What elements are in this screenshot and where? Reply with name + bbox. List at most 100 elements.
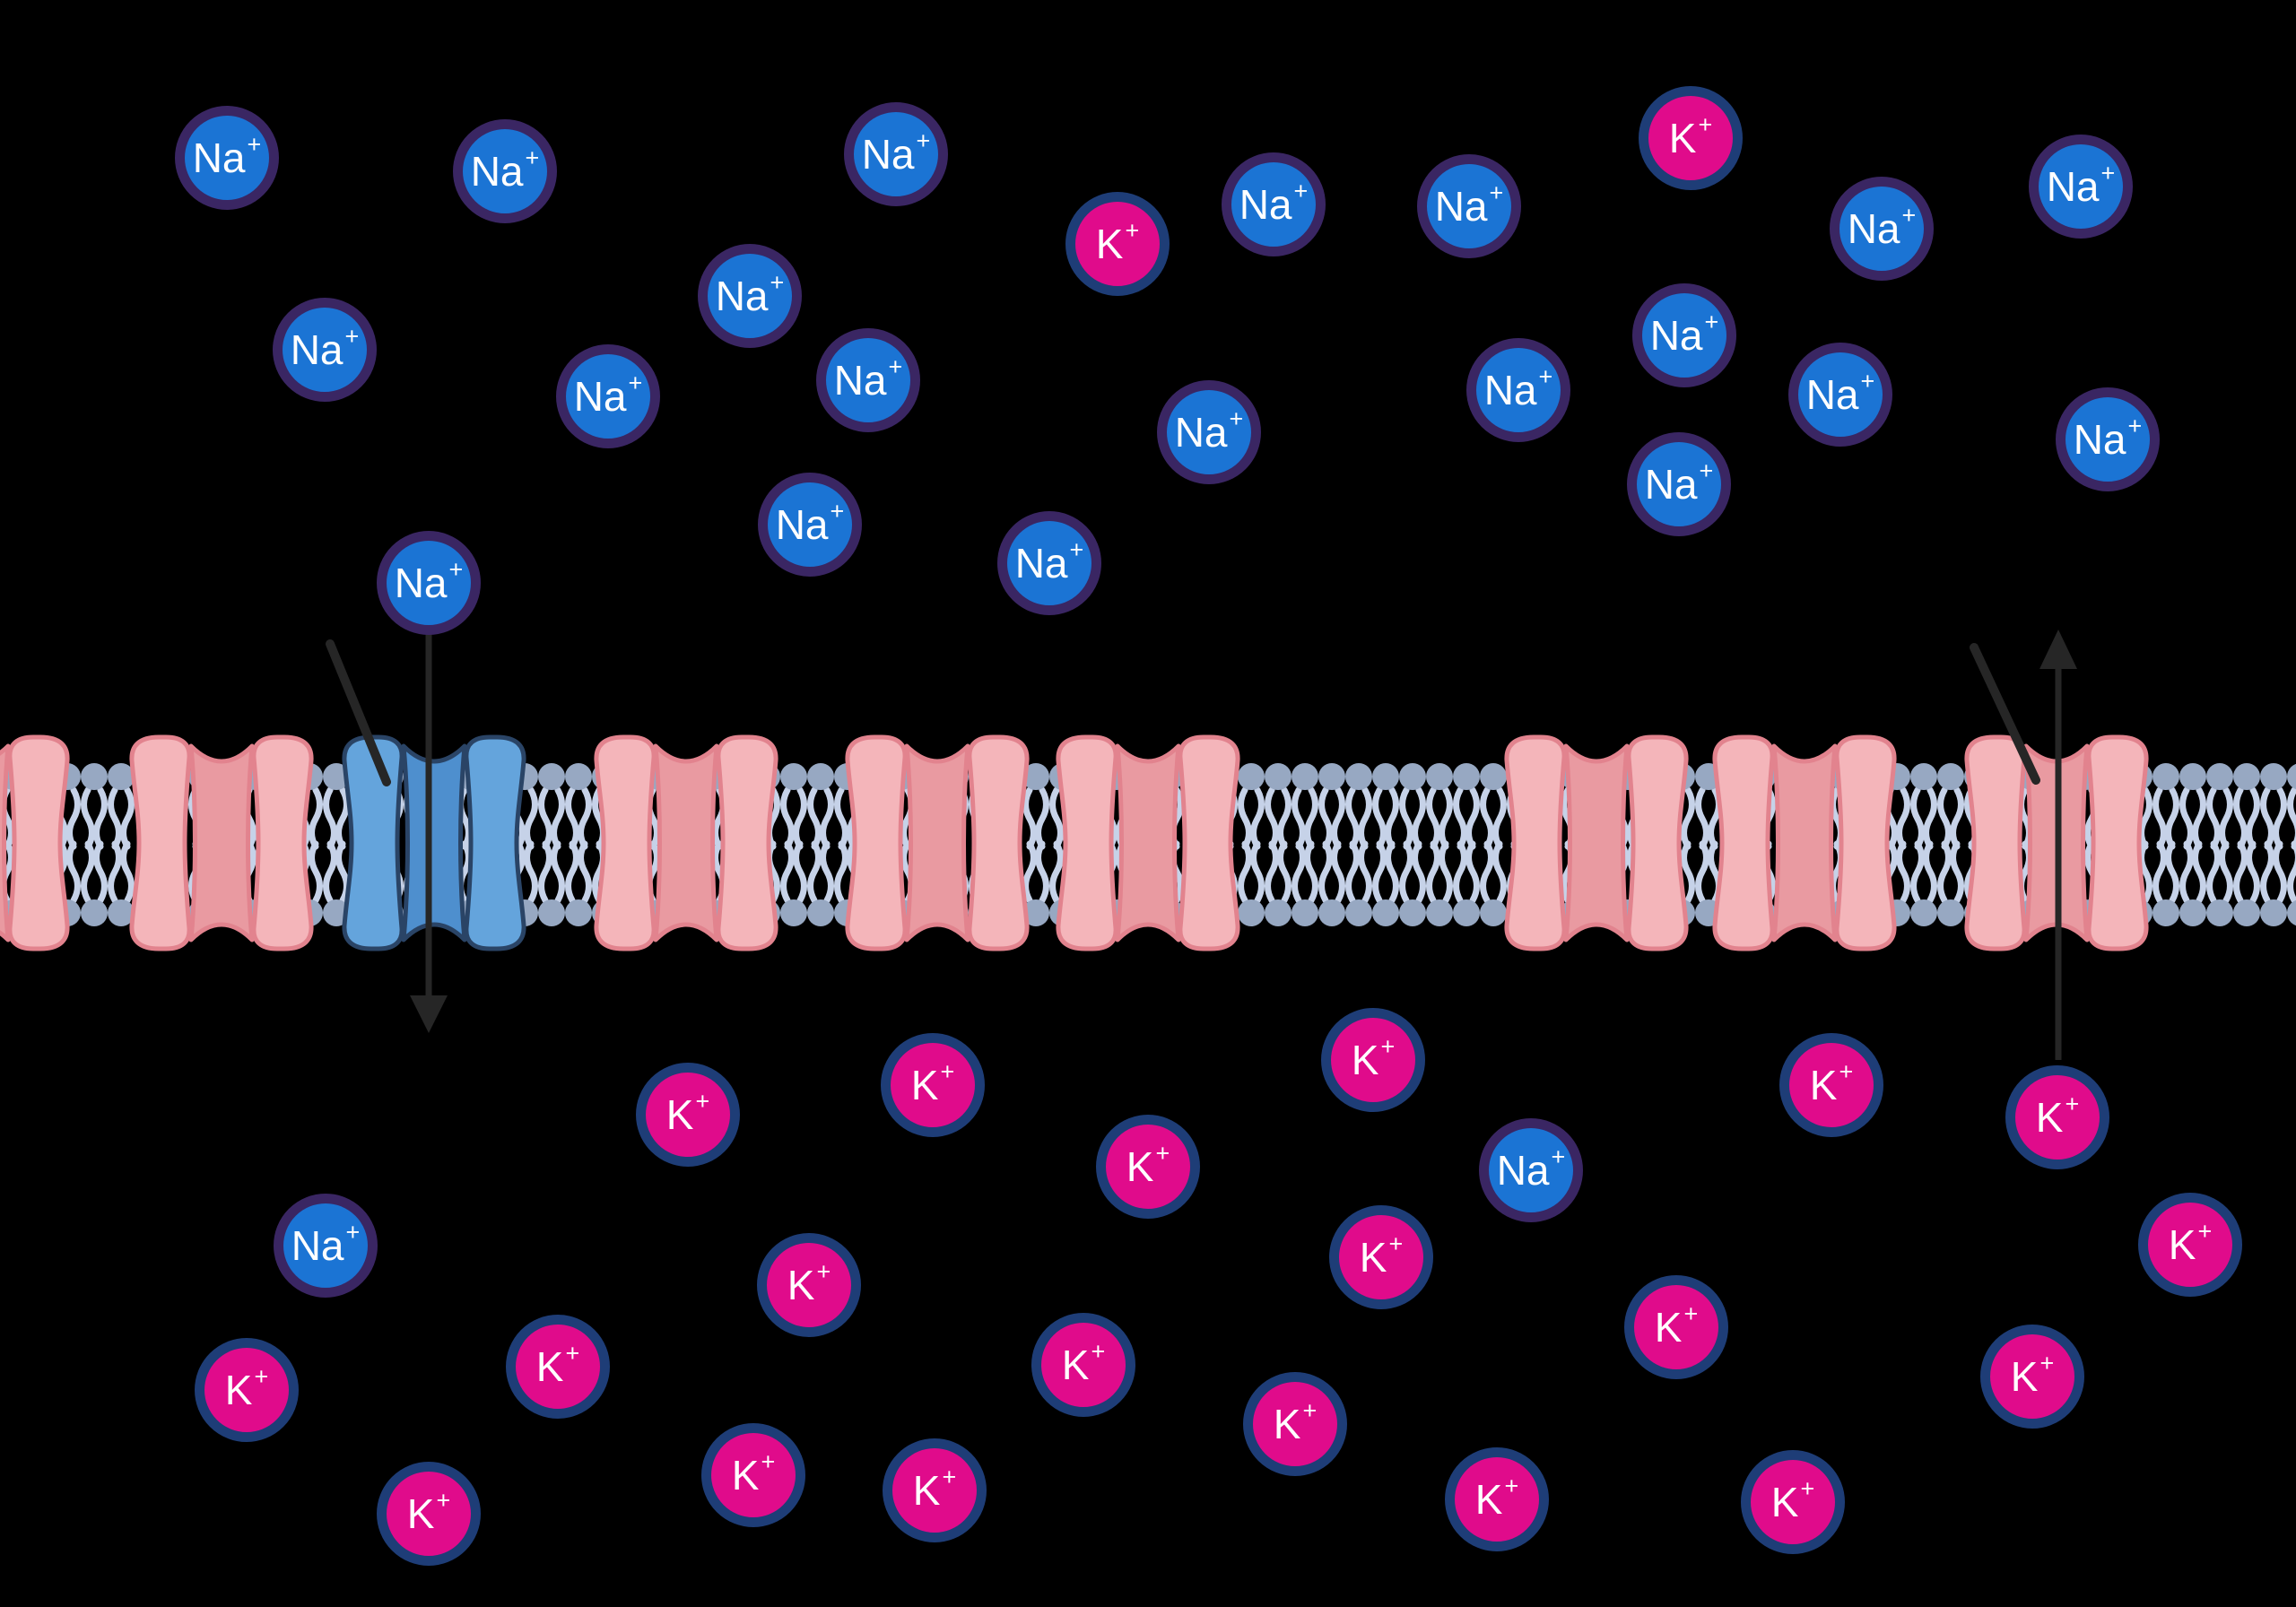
potassium-ion: K+ — [1624, 1275, 1728, 1379]
ion-charge: + — [916, 126, 931, 154]
potassium-ion: K+ — [2138, 1193, 2242, 1297]
ion-symbol: Na — [2073, 416, 2126, 463]
ion-symbol: Na — [394, 560, 448, 606]
ion-symbol: Na — [1239, 181, 1292, 228]
ion-symbol: K — [2168, 1221, 2196, 1268]
ion-symbol: K — [1126, 1143, 1154, 1190]
potassium-ion: K+ — [1980, 1325, 2084, 1429]
ion-symbol: K — [1654, 1304, 1683, 1351]
ion-symbol: Na — [715, 273, 769, 319]
ion-charge: + — [1388, 1229, 1404, 1257]
ion-symbol: K — [1668, 115, 1697, 161]
ion-symbol: K — [1351, 1037, 1379, 1083]
ion-charge: + — [888, 352, 903, 380]
ion-charge: + — [1551, 1142, 1566, 1170]
ion-charge: + — [344, 322, 360, 350]
potassium-ion: K+ — [506, 1315, 610, 1419]
sodium-ion: Na+ — [844, 102, 948, 206]
sodium-ion: Na+ — [273, 298, 377, 402]
ion-charge: + — [2065, 1090, 2080, 1117]
ion-symbol: Na — [1496, 1147, 1550, 1194]
ion-charge: + — [1839, 1057, 1854, 1085]
ion-charge: + — [1091, 1337, 1106, 1365]
ion-charge: + — [1155, 1139, 1170, 1167]
ion-symbol: Na — [192, 135, 246, 181]
sodium-ion: Na+ — [997, 511, 1101, 615]
ion-symbol: Na — [573, 373, 627, 420]
ion-charge: + — [816, 1257, 831, 1285]
membrane-protein — [1504, 734, 1689, 951]
ion-charge: + — [942, 1463, 957, 1490]
sodium-influx-arrow — [410, 630, 448, 1033]
channel-pointer-right — [1970, 643, 2040, 785]
ion-charge: + — [770, 268, 785, 296]
potassium-ion: K+ — [1096, 1115, 1200, 1219]
sodium-ion: Na+ — [816, 328, 920, 432]
ion-charge: + — [448, 555, 464, 583]
membrane-protein — [1056, 734, 1240, 951]
ion-symbol: K — [731, 1452, 760, 1498]
ion-symbol: Na — [861, 131, 915, 178]
potassium-ion: K+ — [1243, 1372, 1347, 1476]
ion-charge: + — [254, 1362, 269, 1390]
membrane-protein — [594, 734, 778, 951]
down-arrowhead-icon — [410, 995, 448, 1033]
ion-charge: + — [1699, 456, 1714, 484]
ion-symbol: K — [1770, 1479, 1799, 1525]
ion-charge: + — [1800, 1474, 1815, 1502]
ion-charge: + — [761, 1447, 776, 1475]
ion-charge: + — [565, 1339, 580, 1367]
sodium-ion: Na+ — [377, 531, 481, 635]
membrane-protein — [129, 734, 314, 951]
potassium-ion: K+ — [195, 1338, 299, 1442]
ion-charge: + — [1683, 1299, 1699, 1327]
sodium-ion: Na+ — [274, 1194, 378, 1298]
ion-charge: + — [1125, 216, 1140, 244]
ion-symbol: K — [1474, 1476, 1503, 1523]
sodium-ion: Na+ — [1157, 380, 1261, 484]
sodium-ion: Na+ — [175, 106, 279, 210]
ion-symbol: K — [1809, 1062, 1838, 1108]
ion-charge: + — [628, 369, 643, 396]
ion-symbol: K — [406, 1490, 435, 1537]
ion-symbol: Na — [1649, 312, 1703, 359]
ion-charge: + — [2127, 412, 2143, 439]
potassium-ion: K+ — [1031, 1313, 1135, 1417]
ion-symbol: Na — [1644, 461, 1698, 508]
ion-charge: + — [1380, 1032, 1396, 1060]
ion-symbol: Na — [1805, 371, 1859, 418]
ion-symbol: Na — [1014, 540, 1068, 586]
ion-charge: + — [1229, 404, 1244, 432]
ion-charge: + — [1698, 110, 1713, 138]
ion-symbol: K — [910, 1062, 939, 1108]
sodium-ion: Na+ — [1627, 432, 1731, 536]
ion-charge: + — [695, 1087, 710, 1115]
ion-symbol: Na — [1483, 367, 1537, 413]
ion-symbol: Na — [775, 501, 829, 548]
channel-pointer-left — [326, 639, 391, 786]
potassium-ion: K+ — [2005, 1065, 2109, 1169]
sodium-ion: Na+ — [453, 119, 557, 223]
potassium-ion: K+ — [1741, 1450, 1845, 1554]
potassium-ion: K+ — [1445, 1447, 1549, 1551]
sodium-ion: Na+ — [1417, 154, 1521, 258]
sodium-ion: Na+ — [1788, 343, 1892, 447]
sodium-ion: Na+ — [1466, 338, 1570, 442]
ion-symbol: K — [1095, 221, 1124, 267]
ion-symbol: K — [1273, 1401, 1301, 1447]
membrane-protein — [0, 734, 70, 951]
potassium-ion: K+ — [881, 1033, 985, 1137]
up-arrowhead-icon — [2039, 630, 2077, 669]
ion-charge: + — [1489, 178, 1504, 206]
transport-arrows — [326, 630, 2077, 1060]
ion-symbol: K — [665, 1091, 694, 1138]
ion-symbol: Na — [1434, 183, 1488, 230]
ion-charge: + — [525, 143, 540, 171]
potassium-ion: K+ — [377, 1462, 481, 1566]
potassium-ion: K+ — [1321, 1008, 1425, 1112]
ion-symbol: Na — [290, 326, 344, 373]
potassium-ion: K+ — [1065, 192, 1170, 296]
